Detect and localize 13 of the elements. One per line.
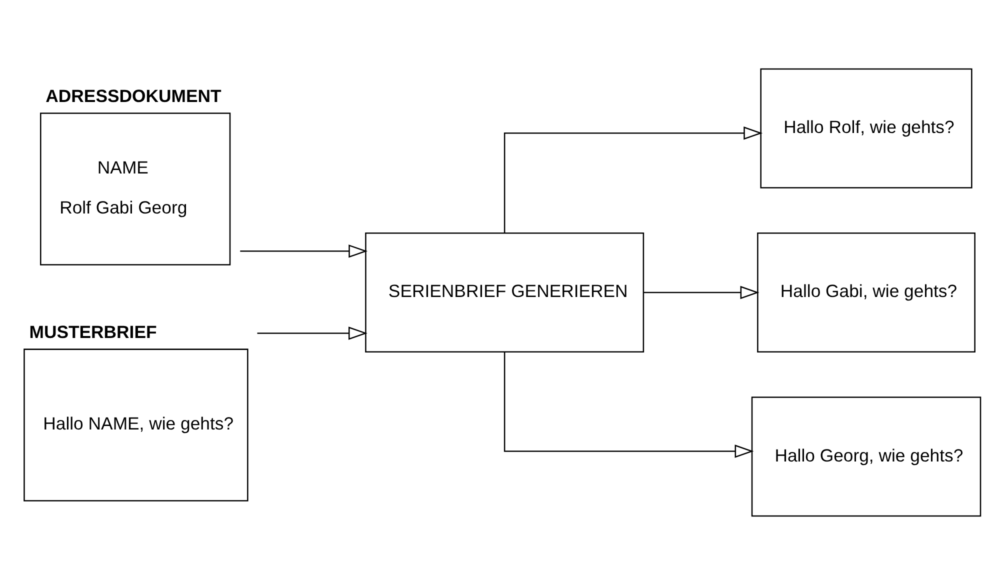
node-label: ADRESSDOKUMENT — [46, 86, 222, 106]
arrow — [240, 244, 368, 258]
node-box: Hallo Rolf, wie gehts? — [760, 68, 972, 188]
arrow — [504, 352, 754, 458]
arrow — [504, 126, 763, 234]
node-box: SERIENBRIEF GENERIEREN — [365, 232, 644, 352]
node-box: Hallo Georg, wie gehts? — [751, 396, 982, 517]
node-label: MUSTERBRIEF — [29, 322, 157, 342]
node-box: Hallo NAME, wie gehts? — [24, 348, 248, 502]
node-box: NAME Rolf Gabi Georg — [40, 112, 231, 266]
arrow — [257, 326, 368, 340]
arrow — [644, 286, 760, 300]
node-box: Hallo Gabi, wie gehts? — [757, 232, 976, 352]
